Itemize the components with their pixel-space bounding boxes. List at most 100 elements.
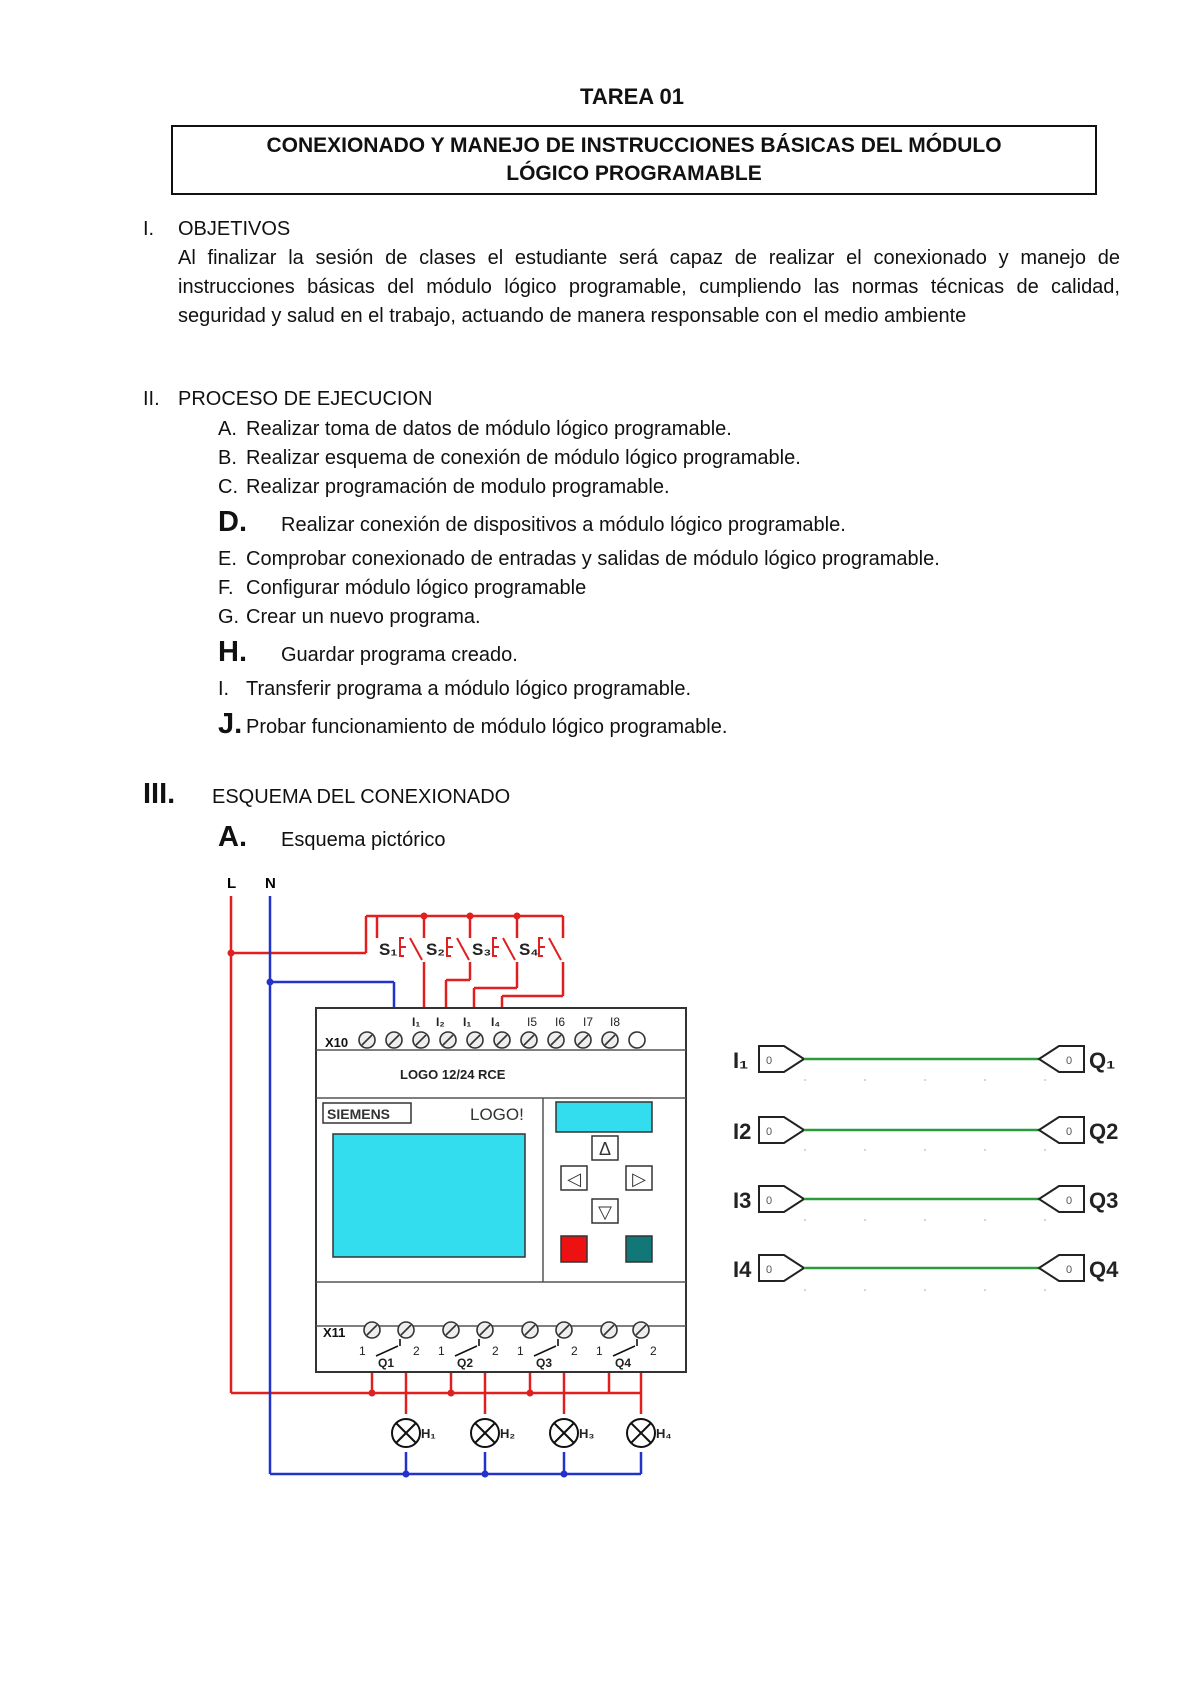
step-item: G.Crear un nuevo programa. <box>218 606 481 629</box>
section-title: OBJETIVOS <box>178 218 291 240</box>
step-text: Probar funcionamiento de módulo lógico p… <box>246 716 728 738</box>
lamp-label-h2: H₂ <box>500 1426 515 1441</box>
nav-up-icon: Δ <box>599 1139 611 1159</box>
relay-label-q2: Q2 <box>457 1356 473 1370</box>
program-row: I₁ 0 0 Q₁ <box>733 1045 1115 1073</box>
step-letter: A. <box>218 418 237 440</box>
logo-label: LOGO! <box>470 1105 524 1124</box>
relay-pin-label: 1 <box>517 1344 524 1358</box>
step-letter: B. <box>218 447 237 469</box>
switch-label-s4: S₄ <box>519 940 538 959</box>
nav-left-key <box>560 1165 588 1191</box>
line-wiring <box>229 896 643 1414</box>
switch-label-s3: S₃ <box>472 940 491 959</box>
block-value: 0 <box>1066 1195 1072 1207</box>
step-item: A. Realizar toma de datos de módulo lógic… <box>218 418 732 441</box>
input-terminal-label: I₂ <box>436 1015 445 1029</box>
block-value: 0 <box>766 1126 772 1138</box>
push-button-symbols <box>399 937 562 961</box>
relay-pin-label: 2 <box>650 1344 657 1358</box>
step-letter: G. <box>218 606 240 628</box>
step-text: Realizar toma de datos de módulo lógico … <box>246 418 732 440</box>
output-screw-terminals <box>363 1321 650 1339</box>
step-text: Comprobar conexionado de entradas y sali… <box>246 548 940 570</box>
relay-pin-label: 1 <box>596 1344 603 1358</box>
step-letter: C. <box>218 476 238 498</box>
relay-pin-label: 2 <box>413 1344 420 1358</box>
relay-label-q1: Q1 <box>378 1356 394 1370</box>
relay-label-q4: Q4 <box>615 1356 631 1370</box>
step-item: E.Comprobar conexionado de entradas y sa… <box>218 548 940 571</box>
step-item: F.Configurar módulo lógico programable <box>218 577 586 600</box>
block-value: 0 <box>766 1055 772 1067</box>
nav-up-key <box>591 1135 619 1161</box>
step-item: D.Realizar conexión de dispositivos a mó… <box>218 506 846 539</box>
lamp-label-h4: H₄ <box>656 1426 672 1441</box>
input-terminal-label: I6 <box>555 1015 565 1029</box>
document-title: TAREA 01 <box>580 84 684 109</box>
section-number: III. <box>143 778 176 810</box>
section-proceso-heading: II. PROCESO DE EJECUCION <box>143 385 432 414</box>
lamp-symbols <box>391 1418 656 1448</box>
line-label: L <box>227 875 236 892</box>
block-value: 0 <box>766 1195 772 1207</box>
subsection-letter: A. <box>218 821 247 853</box>
switch-label-s2: S₂ <box>426 940 445 959</box>
subject-line-2: LÓGICO PROGRAMABLE <box>506 162 762 185</box>
subject-line-1: CONEXIONADO Y MANEJO DE INSTRUCCIONES BÁ… <box>266 134 1002 157</box>
relay-pin-label: 1 <box>359 1344 366 1358</box>
step-letter: D. <box>218 506 247 538</box>
input-block <box>758 1116 806 1144</box>
program-row: I3 0 0 Q3 <box>733 1185 1118 1213</box>
output-block-label: Q3 <box>1089 1188 1118 1213</box>
neutral-label: N <box>265 875 276 892</box>
step-text: Guardar programa creado. <box>281 644 518 666</box>
input-screw-terminals <box>358 1031 646 1049</box>
step-text: Realizar programación de modulo programa… <box>246 476 670 498</box>
neutral-wiring <box>268 896 643 1476</box>
output-block <box>1037 1116 1085 1144</box>
subsection-pictorico-heading: A.Esquema pictórico <box>218 821 446 854</box>
small-display <box>555 1101 653 1133</box>
block-value: 0 <box>1066 1126 1072 1138</box>
step-text: Configurar módulo lógico programable <box>246 577 587 599</box>
input-terminal-label: I₁ <box>412 1015 420 1029</box>
step-letter: I. <box>218 678 230 700</box>
model-label: LOGO 12/24 RCE <box>400 1067 506 1082</box>
relay-pin-label: 2 <box>571 1344 578 1358</box>
input-block-label: I2 <box>733 1119 751 1144</box>
program-row: I4 0 0 Q4 <box>733 1254 1119 1282</box>
output-block-label: Q2 <box>1089 1119 1118 1144</box>
escape-key <box>560 1235 588 1263</box>
step-letter: J. <box>218 708 243 740</box>
nav-down-icon: ▽ <box>598 1202 612 1222</box>
section-number: I. <box>143 218 155 240</box>
step-letter: H. <box>218 636 247 668</box>
step-text: Realizar esquema de conexión de módulo l… <box>246 447 801 469</box>
output-terminal-header: X11 <box>323 1325 345 1340</box>
input-terminal-label: I₁ <box>463 1015 471 1029</box>
ok-key <box>625 1235 653 1263</box>
section-title: PROCESO DE EJECUCION <box>178 388 433 410</box>
input-block-label: I₁ <box>733 1048 748 1073</box>
objetivos-paragraph: Al finalizar la sesión de clases el estu… <box>178 247 1120 327</box>
lamp-label-h1: H₁ <box>421 1426 436 1441</box>
nav-down-key <box>591 1198 619 1224</box>
output-block <box>1037 1045 1085 1073</box>
block-value: 0 <box>1066 1055 1072 1067</box>
section-esquema-heading: III.ESQUEMA DEL CONEXIONADO <box>143 778 510 811</box>
section-number: II. <box>143 388 160 410</box>
input-block-label: I4 <box>733 1257 752 1282</box>
output-block-label: Q₁ <box>1089 1048 1115 1073</box>
step-item: I. Transferir programa a módulo lógico pr… <box>218 678 691 701</box>
output-block <box>1037 1185 1085 1213</box>
lamp-label-h3: H₃ <box>579 1426 594 1441</box>
input-terminal-label: I₄ <box>491 1015 500 1029</box>
block-value: 0 <box>766 1264 772 1276</box>
step-text: Transferir programa a módulo lógico prog… <box>246 678 692 700</box>
program-row: I2 0 0 Q2 <box>733 1116 1118 1144</box>
input-block <box>758 1185 806 1213</box>
input-terminal-label: I7 <box>583 1015 593 1029</box>
